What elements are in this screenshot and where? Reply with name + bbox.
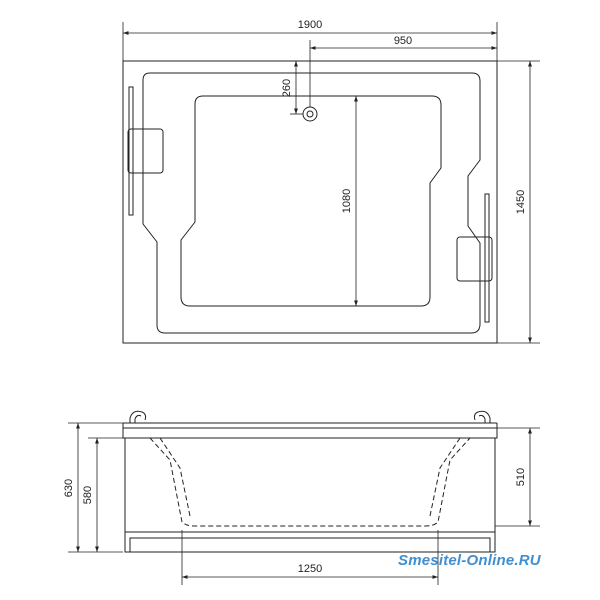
label-260: 260 [281,79,293,97]
label-630: 630 [63,479,75,497]
label-1900: 1900 [298,19,322,31]
tub-inner-bottom [180,95,442,307]
side-inner-profile [149,437,471,527]
top-view-labels: 1900 950 260 1080 1450 [281,19,527,214]
right-handle [484,193,490,323]
side-view [68,410,540,585]
label-1450: 1450 [515,190,527,214]
tub-rim-outline [142,72,481,334]
label-1080: 1080 [341,189,353,213]
left-handle [128,86,134,216]
label-950: 950 [394,35,412,47]
side-base [129,537,491,553]
side-view-labels: 630 580 510 1250 [63,468,527,575]
top-view [122,22,540,344]
side-body [124,438,496,553]
drain [302,106,318,122]
side-rim [122,427,498,439]
left-headrest [127,128,164,174]
side-right-handle [473,410,491,423]
side-left-handle [129,410,147,423]
label-510: 510 [515,468,527,486]
label-580: 580 [82,486,94,504]
watermark-text: Smesitel-Online.RU [398,552,541,569]
drain-inner [306,110,314,118]
right-headrest [456,236,493,282]
label-1250: 1250 [298,563,322,575]
